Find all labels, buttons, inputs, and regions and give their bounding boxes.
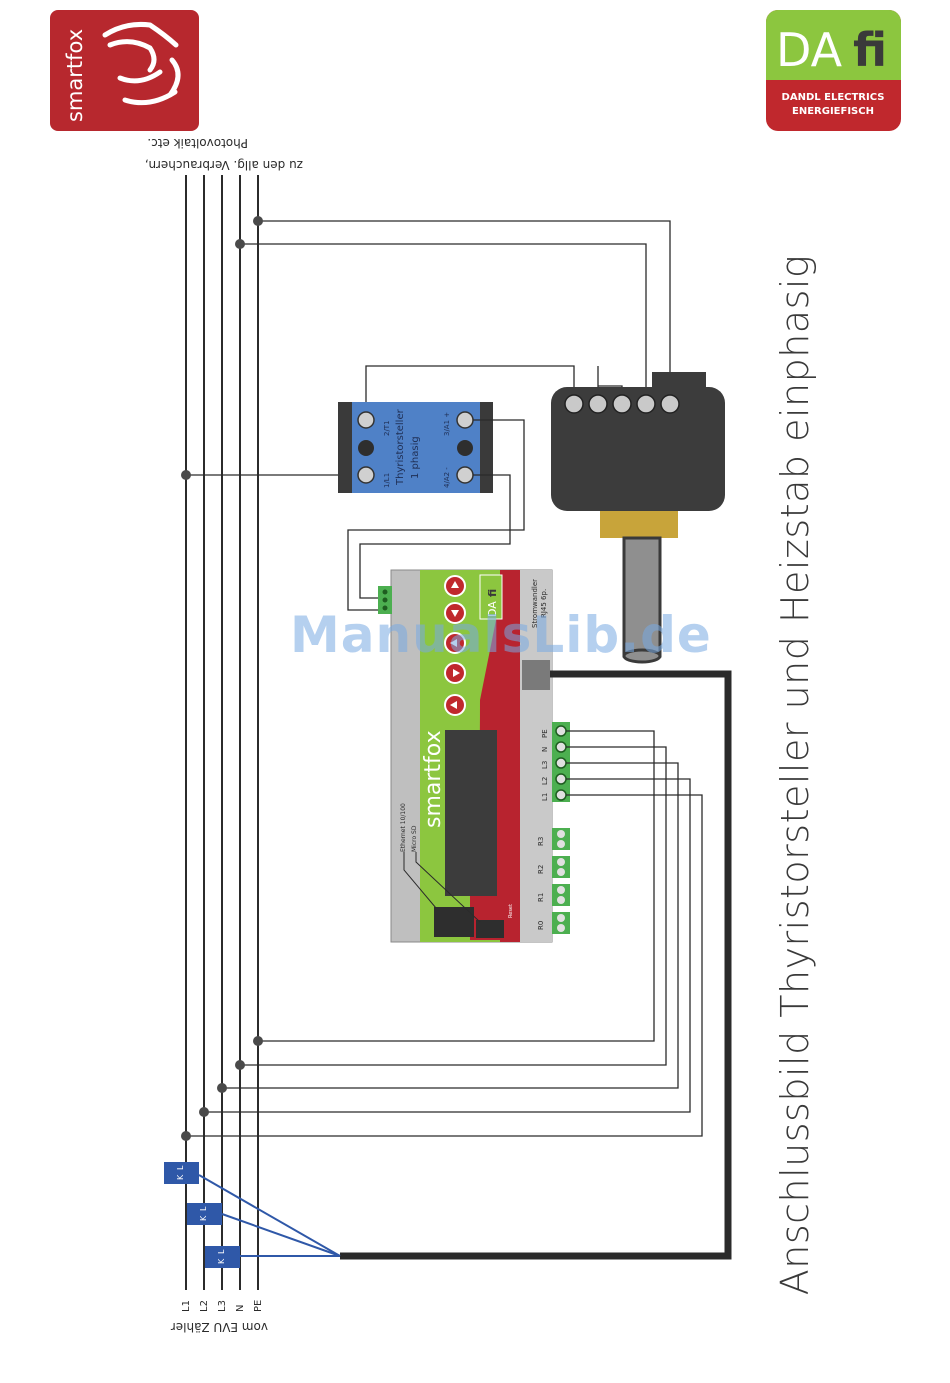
current-sensors: K L K L K L — [164, 1162, 240, 1268]
device-stromwandler: Stromwandler — [531, 579, 539, 628]
current-sensor-l2 — [187, 1203, 222, 1225]
current-sensor-l3 — [205, 1246, 240, 1268]
current-sensor-l1 — [164, 1162, 199, 1184]
junction-dots-bottom — [181, 1036, 263, 1141]
phase-label-n: N — [235, 1305, 246, 1312]
bus-lines — [185, 175, 259, 1290]
thyristor-terminal-a1: 3/A1 + — [443, 412, 451, 436]
device-brand: smartfox — [421, 730, 446, 828]
phase-label-pe: PE — [253, 1300, 264, 1312]
heater-head — [551, 387, 725, 511]
heater-element — [551, 372, 725, 664]
terminal-label-l1: L1 — [541, 793, 549, 801]
device-rj45: RJ45 6p. — [540, 589, 548, 618]
top-label-line-1: zu den allg. Verbrauchern, — [145, 158, 303, 172]
dafi-mark-da: DA — [776, 23, 843, 77]
device-red-panel — [500, 570, 520, 942]
thyristor-terminal-t1: 2/T1 — [383, 420, 391, 436]
smartfox-device: smartfox DA fi Stromwandler RJ45 6p. Eth… — [378, 569, 570, 943]
control-wires — [347, 419, 525, 611]
ethernet-port — [434, 907, 474, 937]
dafi-logo-green — [766, 10, 901, 80]
relay-label-r3: R3 — [537, 837, 545, 846]
sensor-2-l: L — [199, 1206, 208, 1211]
relay-label-r1: R1 — [537, 893, 545, 902]
relay-terminals: R3 R2 R1 R0 — [537, 828, 570, 934]
terminal-label-n: N — [541, 747, 549, 752]
bottom-label: vom EVU Zähler — [171, 1320, 268, 1334]
thyristor-name-2: 1 phasig — [410, 436, 421, 479]
sensor-3-l: L — [217, 1249, 226, 1254]
thyristor-module: Thyristorsteller 1 phasig 2/T1 1/L1 3/A1… — [338, 402, 493, 493]
phase-labels: L1 L2 L3 N PE — [181, 1300, 264, 1312]
phase-label-l1: L1 — [181, 1300, 192, 1312]
relay-label-r2: R2 — [537, 865, 545, 874]
watermark: ManualsLib.de — [290, 606, 712, 664]
fox-icon — [102, 22, 181, 106]
dafi-line-2: ENERGIEFISCH — [792, 106, 874, 117]
phase-label-l3: L3 — [217, 1300, 228, 1312]
device-buttons — [444, 575, 466, 716]
device-reset: Reset — [508, 904, 514, 918]
power-wires — [186, 730, 703, 1137]
sensor-2-k: K — [199, 1215, 208, 1221]
power-terminal-block: PE N L3 L2 L1 — [541, 722, 570, 802]
ct-signal-wires — [198, 1174, 341, 1257]
thyristor-terminal-l1: 1/L1 — [383, 473, 391, 488]
sensor-1-l: L — [176, 1165, 185, 1170]
device-display — [445, 730, 497, 896]
thyristor-terminal-a2: 4/A2 - — [443, 467, 451, 488]
top-label-line-2: Photovoltaik etc. — [147, 136, 248, 150]
relay-label-r0: R0 — [537, 921, 545, 930]
heater-feed-wires — [186, 220, 671, 476]
smartfox-logo-text: smartfox — [63, 29, 87, 122]
dafi-mark-fi: fi — [853, 23, 887, 77]
terminal-label-pe: PE — [541, 729, 549, 738]
terminal-label-l3: L3 — [541, 761, 549, 769]
terminal-label-l2: L2 — [541, 777, 549, 785]
sensor-1-k: K — [176, 1174, 185, 1180]
device-badge-fi: fi — [486, 589, 499, 597]
device-ethernet: Ethernet 10/100 — [400, 803, 407, 852]
heater-thread — [600, 511, 678, 538]
dafi-line-1: DANDL ELECTRICS — [782, 92, 885, 103]
thyristor-name-1: Thyristorsteller — [395, 408, 406, 486]
junction-dots-top — [181, 216, 263, 480]
device-micro-sd: Micro SD — [411, 825, 418, 852]
sensor-3-k: K — [217, 1258, 226, 1264]
page-title-text: Anschlussbild Thyristorsteller und Heizs… — [773, 254, 817, 1296]
smartfox-logo: smartfox — [50, 10, 199, 131]
dafi-logo: DA fi DANDL ELECTRICS ENERGIEFISCH — [766, 10, 901, 131]
phase-label-l2: L2 — [199, 1300, 210, 1312]
device-badge-da: DA — [486, 601, 499, 617]
micro-sd-slot — [476, 920, 504, 938]
rj45-port — [522, 660, 550, 690]
ct-cable — [340, 670, 732, 1260]
